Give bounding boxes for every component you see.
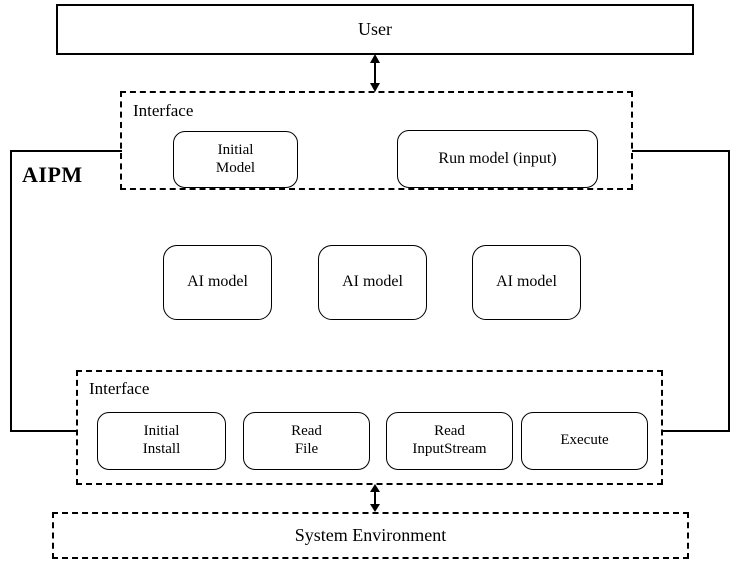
initial-install-line1: Initial	[143, 423, 180, 440]
read-file-line2: File	[294, 441, 319, 457]
system-environment-box: System Environment	[52, 512, 689, 559]
read-file-label: Read File	[291, 423, 322, 458]
arrow-interface-to-system-icon	[370, 484, 380, 512]
border-mask-bottom	[78, 427, 662, 437]
ai-model-label-2: AI model	[342, 273, 403, 291]
ai-model-label-3: AI model	[496, 273, 557, 291]
initial-install-label: Initial Install	[143, 423, 181, 458]
arrow-user-to-interface-icon	[370, 54, 380, 92]
run-model-label: Run model (input)	[438, 149, 557, 167]
execute-button[interactable]: Execute	[521, 412, 648, 470]
run-model-button[interactable]: Run model (input)	[397, 130, 598, 188]
ai-model-box-1[interactable]: AI model	[163, 245, 272, 320]
system-environment-label: System Environment	[294, 524, 447, 545]
user-box: User	[56, 4, 694, 55]
read-inputstream-label: Read InputStream	[412, 423, 486, 458]
aipm-label: AIPM	[22, 162, 83, 187]
user-label: User	[358, 18, 392, 39]
initial-model-button[interactable]: Initial Model	[173, 131, 298, 188]
initial-install-button[interactable]: Initial Install	[97, 412, 226, 470]
initial-model-line1: Initial	[217, 141, 254, 158]
ai-model-label-1: AI model	[187, 273, 248, 291]
interface-bottom-label: Interface	[89, 379, 150, 398]
ai-model-box-2[interactable]: AI model	[318, 245, 427, 320]
initial-install-line2: Install	[142, 441, 181, 457]
read-inputstream-line1: Read	[434, 423, 465, 440]
read-inputstream-button[interactable]: Read InputStream	[386, 412, 513, 470]
initial-model-line2: Model	[215, 159, 256, 176]
read-file-line1: Read	[291, 423, 322, 440]
interface-top-label: Interface	[133, 101, 194, 120]
initial-model-label: Initial Model	[216, 142, 255, 177]
read-file-button[interactable]: Read File	[243, 412, 370, 470]
interface-top-panel	[120, 91, 633, 190]
execute-label: Execute	[560, 432, 609, 449]
read-inputstream-line2: InputStream	[412, 441, 487, 457]
border-mask-top	[122, 146, 632, 156]
interface-bottom-panel	[76, 370, 663, 485]
ai-model-box-3[interactable]: AI model	[472, 245, 581, 320]
